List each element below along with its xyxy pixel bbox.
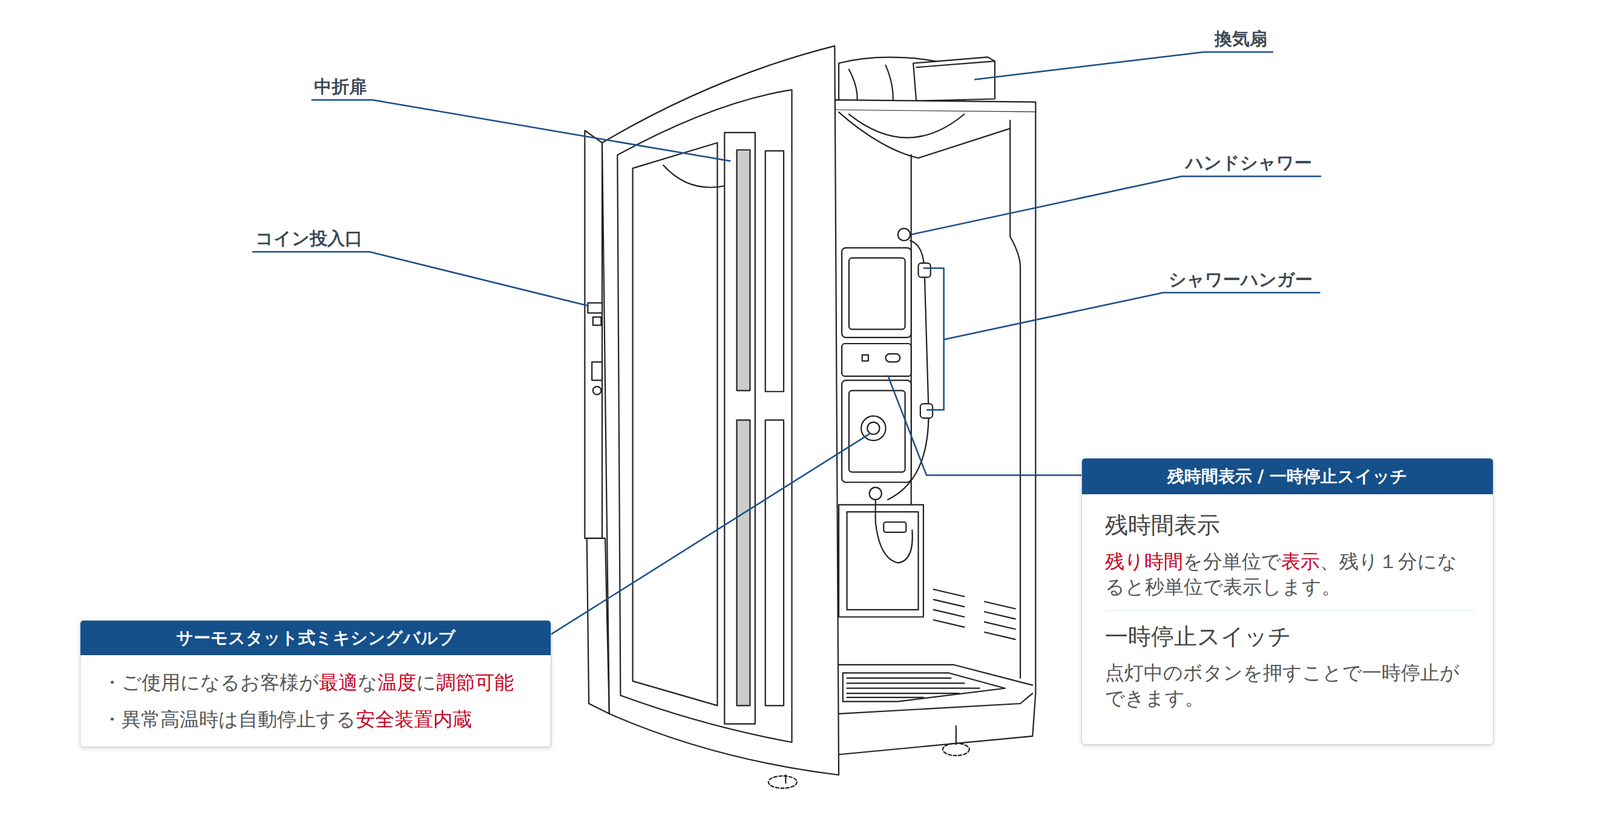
booth-door-part (736, 419, 750, 706)
booth-body-part (887, 240, 929, 500)
leader-lines-part (944, 292, 1321, 341)
part-label: シャワーハンガー (1168, 269, 1313, 291)
part-label: ハンドシャワー (1185, 152, 1312, 174)
booth-door-part (586, 538, 610, 715)
booth-body-part (867, 422, 880, 435)
part-label: コイン投入口 (255, 228, 363, 250)
callout-header: サーモスタット式ミキシングバルブ (80, 620, 551, 656)
booth-door-part (584, 130, 603, 539)
booth-body-part (920, 403, 933, 419)
booth-body-part (918, 263, 931, 278)
bullet-text: ・異常高温時は自動停止する安全装置内蔵 (102, 701, 533, 739)
booth-door-part (593, 386, 601, 395)
booth-body-part (849, 114, 964, 138)
booth-door-part (632, 142, 718, 706)
highlight-text: 温度 (377, 671, 417, 695)
highlight-text: 最適 (318, 671, 358, 695)
body-text: 点灯中のボタンを押すことで一時停止ができます。 (1104, 660, 1463, 712)
booth-body-part (955, 726, 957, 745)
leader-lines-part (252, 251, 589, 306)
booth-door-part (768, 776, 797, 789)
bullet-text: ・ご使用になるお客様が最適な温度に調節可能 (102, 664, 533, 702)
booth-body-part (838, 111, 1010, 158)
booth-door-part (617, 89, 792, 743)
body-text: 残り時間を分単位で表示、残り１分になると秒単位で表示します。 (1104, 548, 1463, 600)
booth-body-part (942, 743, 970, 756)
part-label: 中折扉 (314, 76, 367, 98)
booth-body-part (883, 522, 906, 533)
leader-lines-part (974, 52, 1274, 80)
booth-body-part (838, 504, 924, 617)
part-label: 換気扇 (1214, 28, 1268, 50)
booth-body-part (842, 672, 1006, 702)
booth-body-part (885, 354, 901, 362)
callout-box: サーモスタット式ミキシングバルブ・ご使用になるお客様が最適な温度に調節可能・異常… (79, 620, 552, 748)
callout-body: ・ご使用になるお客様が最適な温度に調節可能・異常高温時は自動停止する安全装置内蔵 (80, 655, 551, 746)
highlight-text: 安全装置内蔵 (355, 708, 473, 732)
booth-body-part (933, 589, 965, 627)
booth-body-part (841, 248, 912, 338)
booth-body-part (1009, 120, 1021, 679)
booth-door-part (765, 150, 784, 392)
booth-door-part (663, 165, 727, 188)
booth-body-part (862, 355, 869, 362)
leader-lines-part (551, 433, 871, 635)
booth-door-part (587, 303, 603, 314)
leader-lines-part (887, 375, 1082, 476)
highlight-text: 調節可能 (436, 671, 514, 695)
booth-body-part (984, 601, 1016, 640)
booth-door-part (602, 45, 839, 776)
booth-body-part (847, 678, 980, 698)
booth-body-part (841, 380, 912, 483)
section-heading: 残時間表示 (1104, 510, 1475, 541)
highlight-text: 残り時間 (1104, 550, 1184, 574)
booth-door-part (736, 150, 750, 391)
booth-body-part (841, 343, 912, 377)
callout-body: 残時間表示残り時間を分単位で表示、残り１分になると秒単位で表示します。一時停止ス… (1081, 494, 1493, 724)
booth-body-part (916, 61, 995, 68)
booth-body-part (849, 257, 906, 330)
leader-lines-part (311, 99, 732, 161)
booth-door-part (724, 132, 756, 725)
section-heading: 一時停止スイッチ (1104, 622, 1475, 652)
booth-body-part (834, 110, 1036, 758)
leader-lines-part (911, 176, 1322, 235)
highlight-text: 表示 (1281, 550, 1320, 574)
booth-body-part (875, 499, 913, 564)
leader-lines-part (923, 268, 945, 410)
booth-body-part (898, 228, 911, 241)
booth-door-part (765, 419, 784, 706)
booth-body-part (834, 99, 1036, 112)
booth-body-part (869, 487, 882, 500)
booth-body-part (847, 511, 919, 610)
callout-header: 残時間表示 / 一時停止スイッチ (1081, 458, 1493, 495)
booth-door-part (593, 317, 601, 325)
booth-body (834, 56, 1036, 757)
divider-line (1104, 610, 1475, 612)
booth-door-part (591, 361, 603, 381)
callout-box: 残時間表示 / 一時停止スイッチ残時間表示残り時間を分単位で表示、残り１分になる… (1081, 458, 1494, 745)
booth-body-part (849, 390, 906, 473)
